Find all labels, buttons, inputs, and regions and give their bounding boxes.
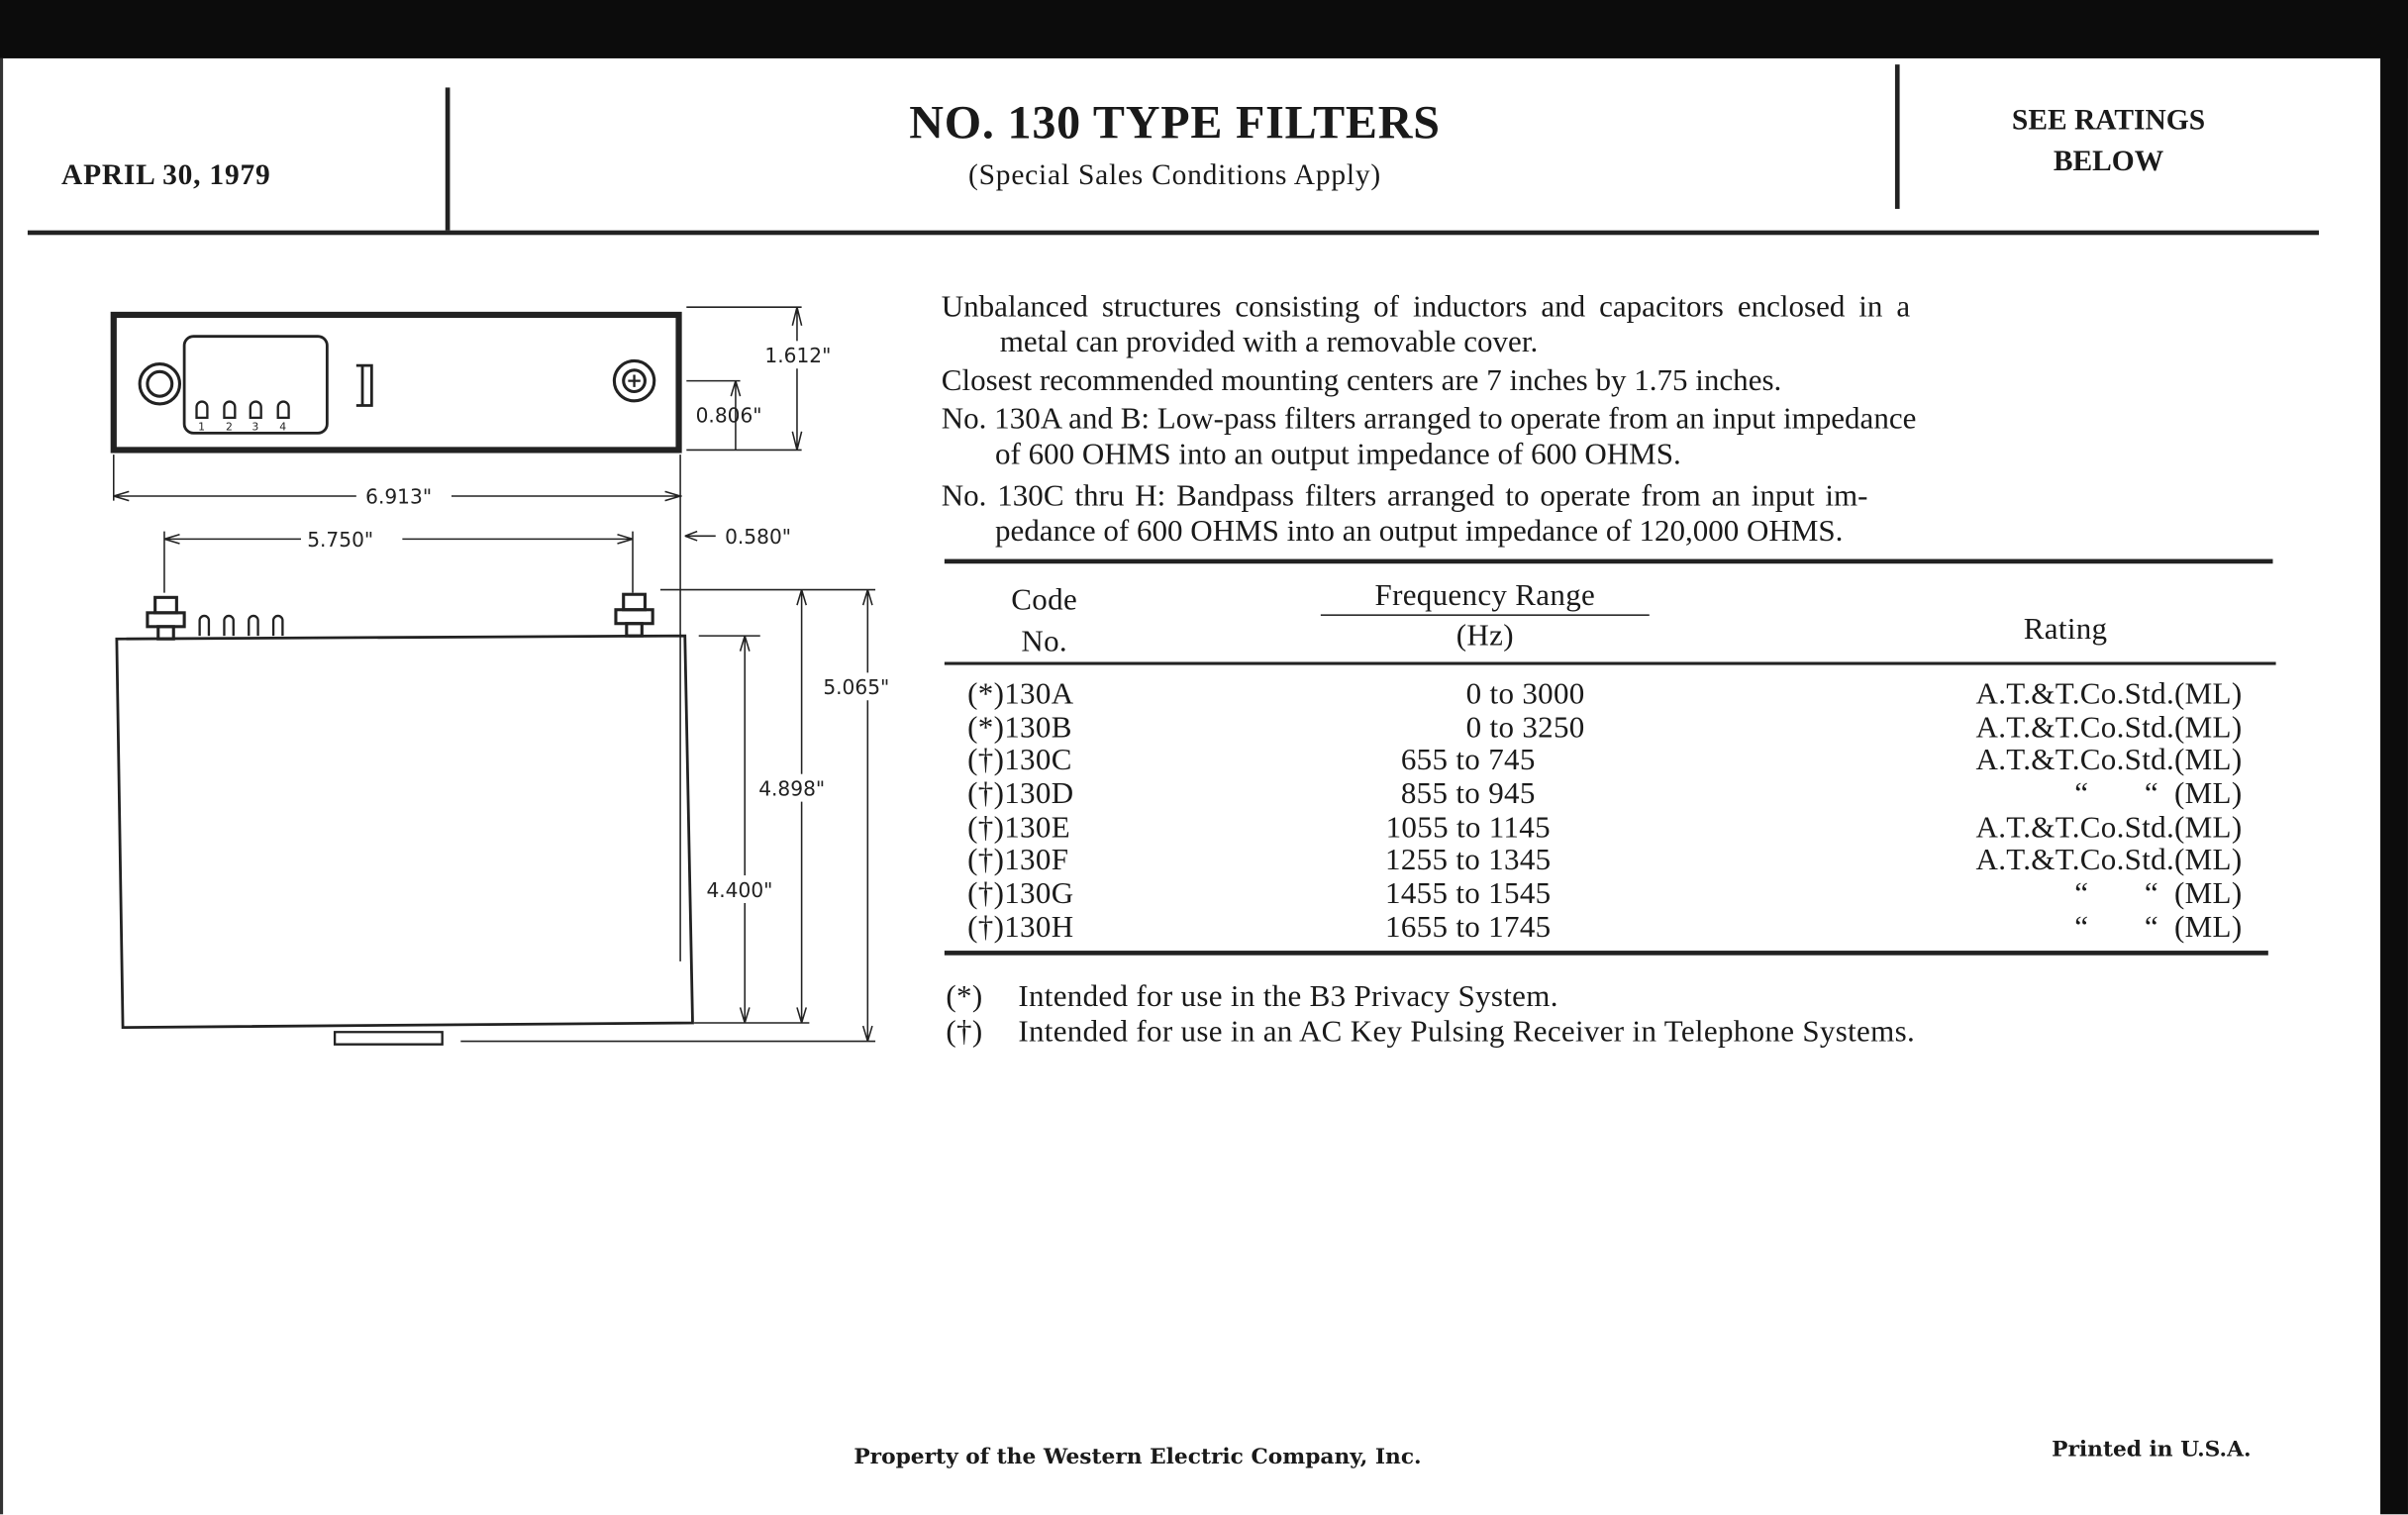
dim-body-height: 4.400" (706, 878, 772, 902)
desc-p2: Closest recommended mounting centers are… (941, 363, 1782, 398)
ratings-note: SEE RATINGS BELOW (1935, 100, 2282, 183)
col-header-code: Code No. (983, 580, 1106, 663)
col-header-code-line2: No. (1021, 625, 1067, 659)
header-divider-left (445, 87, 451, 231)
frequency-cell: 1055 to 1145 (1385, 810, 1551, 845)
col-header-rating: Rating (2023, 612, 2108, 647)
footnote-mark: (*) (946, 979, 983, 1014)
header-divider-right (1894, 64, 1900, 209)
ratings-note-line2: BELOW (2053, 146, 2164, 178)
code-cell: (†)130D (967, 776, 1074, 812)
dim-height-overall: 5.065" (823, 675, 889, 699)
col-header-frequency: Frequency Range (Hz) (1320, 577, 1650, 657)
footer-printed: Printed in U.S.A. (2052, 1437, 2252, 1463)
table-row: (†)130D 855 to 945 “ “ (ML) (967, 776, 2243, 812)
code-cell: (†)130H (967, 910, 1074, 945)
rating-cell: A.T.&T.Co.Std.(ML) (1975, 710, 2243, 745)
table-row: (†)130H 1655 to 1745 “ “ (ML) (967, 910, 2243, 946)
footnotes: (*) Intended for use in the B3 Privacy Sy… (946, 980, 1915, 1051)
filter-dimension-drawing: 1 2 3 4 1.612" 0.806" 6.913" 5.750" 0.58… (110, 306, 910, 1046)
table-row: (*)130B 0 to 3250 A.T.&T.Co.Std.(ML) (967, 710, 2243, 746)
dim-side-offset: 0.580" (725, 525, 791, 549)
table-row: (*)130A 0 to 3000 A.T.&T.Co.Std.(ML) (967, 676, 2243, 713)
desc-p3-line2: of 600 OHMS into an output impedance of … (995, 438, 1681, 472)
side-view-outline (115, 634, 694, 1030)
dim-height-to-terminal: 4.898" (758, 776, 825, 800)
scan-border-top (0, 0, 2408, 58)
dim-width-overall: 6.913" (365, 485, 432, 509)
footnote-text: Intended for use in an AC Key Pulsing Re… (1018, 1015, 1916, 1050)
desc-p1-line1: Unbalanced structures consisting of indu… (941, 290, 1911, 325)
frequency-cell: 655 to 745 (1400, 744, 1536, 778)
desc-p3-line1: No. 130A and B: Low-pass filters arrange… (941, 402, 1917, 437)
footnote: (†) Intended for use in an AC Key Pulsing… (946, 1015, 1915, 1051)
code-cell: (†)130E (967, 810, 1070, 845)
col-header-code-line1: Code (1011, 583, 1078, 618)
ratings-note-line1: SEE RATINGS (2011, 104, 2206, 138)
terminal-label: 1 (198, 420, 205, 433)
dim-mounting-spacing: 5.750" (307, 528, 373, 552)
footnote-text: Intended for use in the B3 Privacy Syste… (1018, 979, 1558, 1014)
table-bottom-rule (944, 951, 2268, 956)
table-row: (†)130E 1055 to 1145 A.T.&T.Co.Std.(ML) (967, 810, 2243, 846)
rating-cell: A.T.&T.Co.Std.(ML) (1975, 844, 2243, 878)
table-header-rule (944, 661, 2276, 664)
scan-border-right (2380, 0, 2408, 1515)
footnote: (*) Intended for use in the B3 Privacy Sy… (946, 980, 1915, 1016)
terminal-block (182, 335, 329, 435)
rating-cell: A.T.&T.Co.Std.(ML) (1975, 676, 2243, 712)
code-cell: (†)130F (967, 844, 1069, 878)
table-top-rule (944, 558, 2273, 564)
latch-icon (355, 363, 373, 407)
rating-cell: “ “ (ML) (2074, 876, 2243, 911)
col-header-frequency-line1: Frequency Range (1320, 577, 1650, 616)
desc-p4-line1: No. 130C thru H: Bandpass filters arrang… (941, 478, 1868, 514)
page-subtitle: (Special Sales Conditions Apply) (968, 159, 1381, 192)
frequency-cell: 855 to 945 (1400, 776, 1536, 812)
dim-height-top: 1.612" (764, 344, 831, 367)
code-cell: (*)130A (967, 676, 1074, 712)
col-header-frequency-line2: (Hz) (1455, 619, 1514, 654)
side-terminals (198, 614, 284, 637)
issue-date: APRIL 30, 1979 (61, 159, 271, 192)
side-studs (146, 592, 654, 641)
table-row: (†)130F 1255 to 1345 A.T.&T.Co.Std.(ML) (967, 844, 2243, 879)
desc-p1-line2: metal can provided with a removable cove… (999, 325, 1539, 359)
top-view-outline (110, 311, 682, 454)
rating-cell: A.T.&T.Co.Std.(ML) (1975, 810, 2243, 845)
cover-clip (333, 1031, 444, 1046)
frequency-cell: 1655 to 1745 (1385, 910, 1552, 945)
frequency-cell: 1455 to 1545 (1385, 876, 1552, 911)
description: Unbalanced structures consisting of indu… (942, 290, 1917, 550)
table-row: (†)130C 655 to 745 A.T.&T.Co.Std.(ML) (967, 744, 2243, 779)
terminal-label: 4 (279, 420, 286, 433)
frequency-cell: 1255 to 1345 (1385, 844, 1552, 878)
code-cell: (*)130B (967, 710, 1072, 745)
mounting-stud-right-icon (612, 358, 656, 403)
rating-cell: “ “ (ML) (2074, 910, 2243, 945)
code-cell: (†)130G (967, 876, 1074, 911)
scan-border-left (0, 57, 4, 1515)
rating-cell: “ “ (ML) (2074, 776, 2243, 812)
footer-property: Property of the Western Electric Company… (853, 1445, 1422, 1470)
desc-p4-line2: pedance of 600 OHMS into an output imped… (995, 514, 1844, 549)
footnote-mark: (†) (946, 1015, 983, 1050)
terminal-label: 2 (226, 420, 233, 433)
mounting-stud-left-icon (138, 362, 182, 406)
terminal-label: 3 (251, 420, 258, 433)
frequency-cell: 0 to 3250 (1465, 710, 1585, 745)
dim-center-offset: 0.806" (696, 404, 762, 428)
code-cell: (†)130C (967, 744, 1072, 778)
frequency-cell: 0 to 3000 (1465, 676, 1585, 712)
table-row: (†)130G 1455 to 1545 “ “ (ML) (967, 876, 2243, 912)
header-rule (27, 230, 2320, 236)
page-title: NO. 130 TYPE FILTERS (909, 95, 1441, 150)
rating-cell: A.T.&T.Co.Std.(ML) (1975, 744, 2243, 778)
